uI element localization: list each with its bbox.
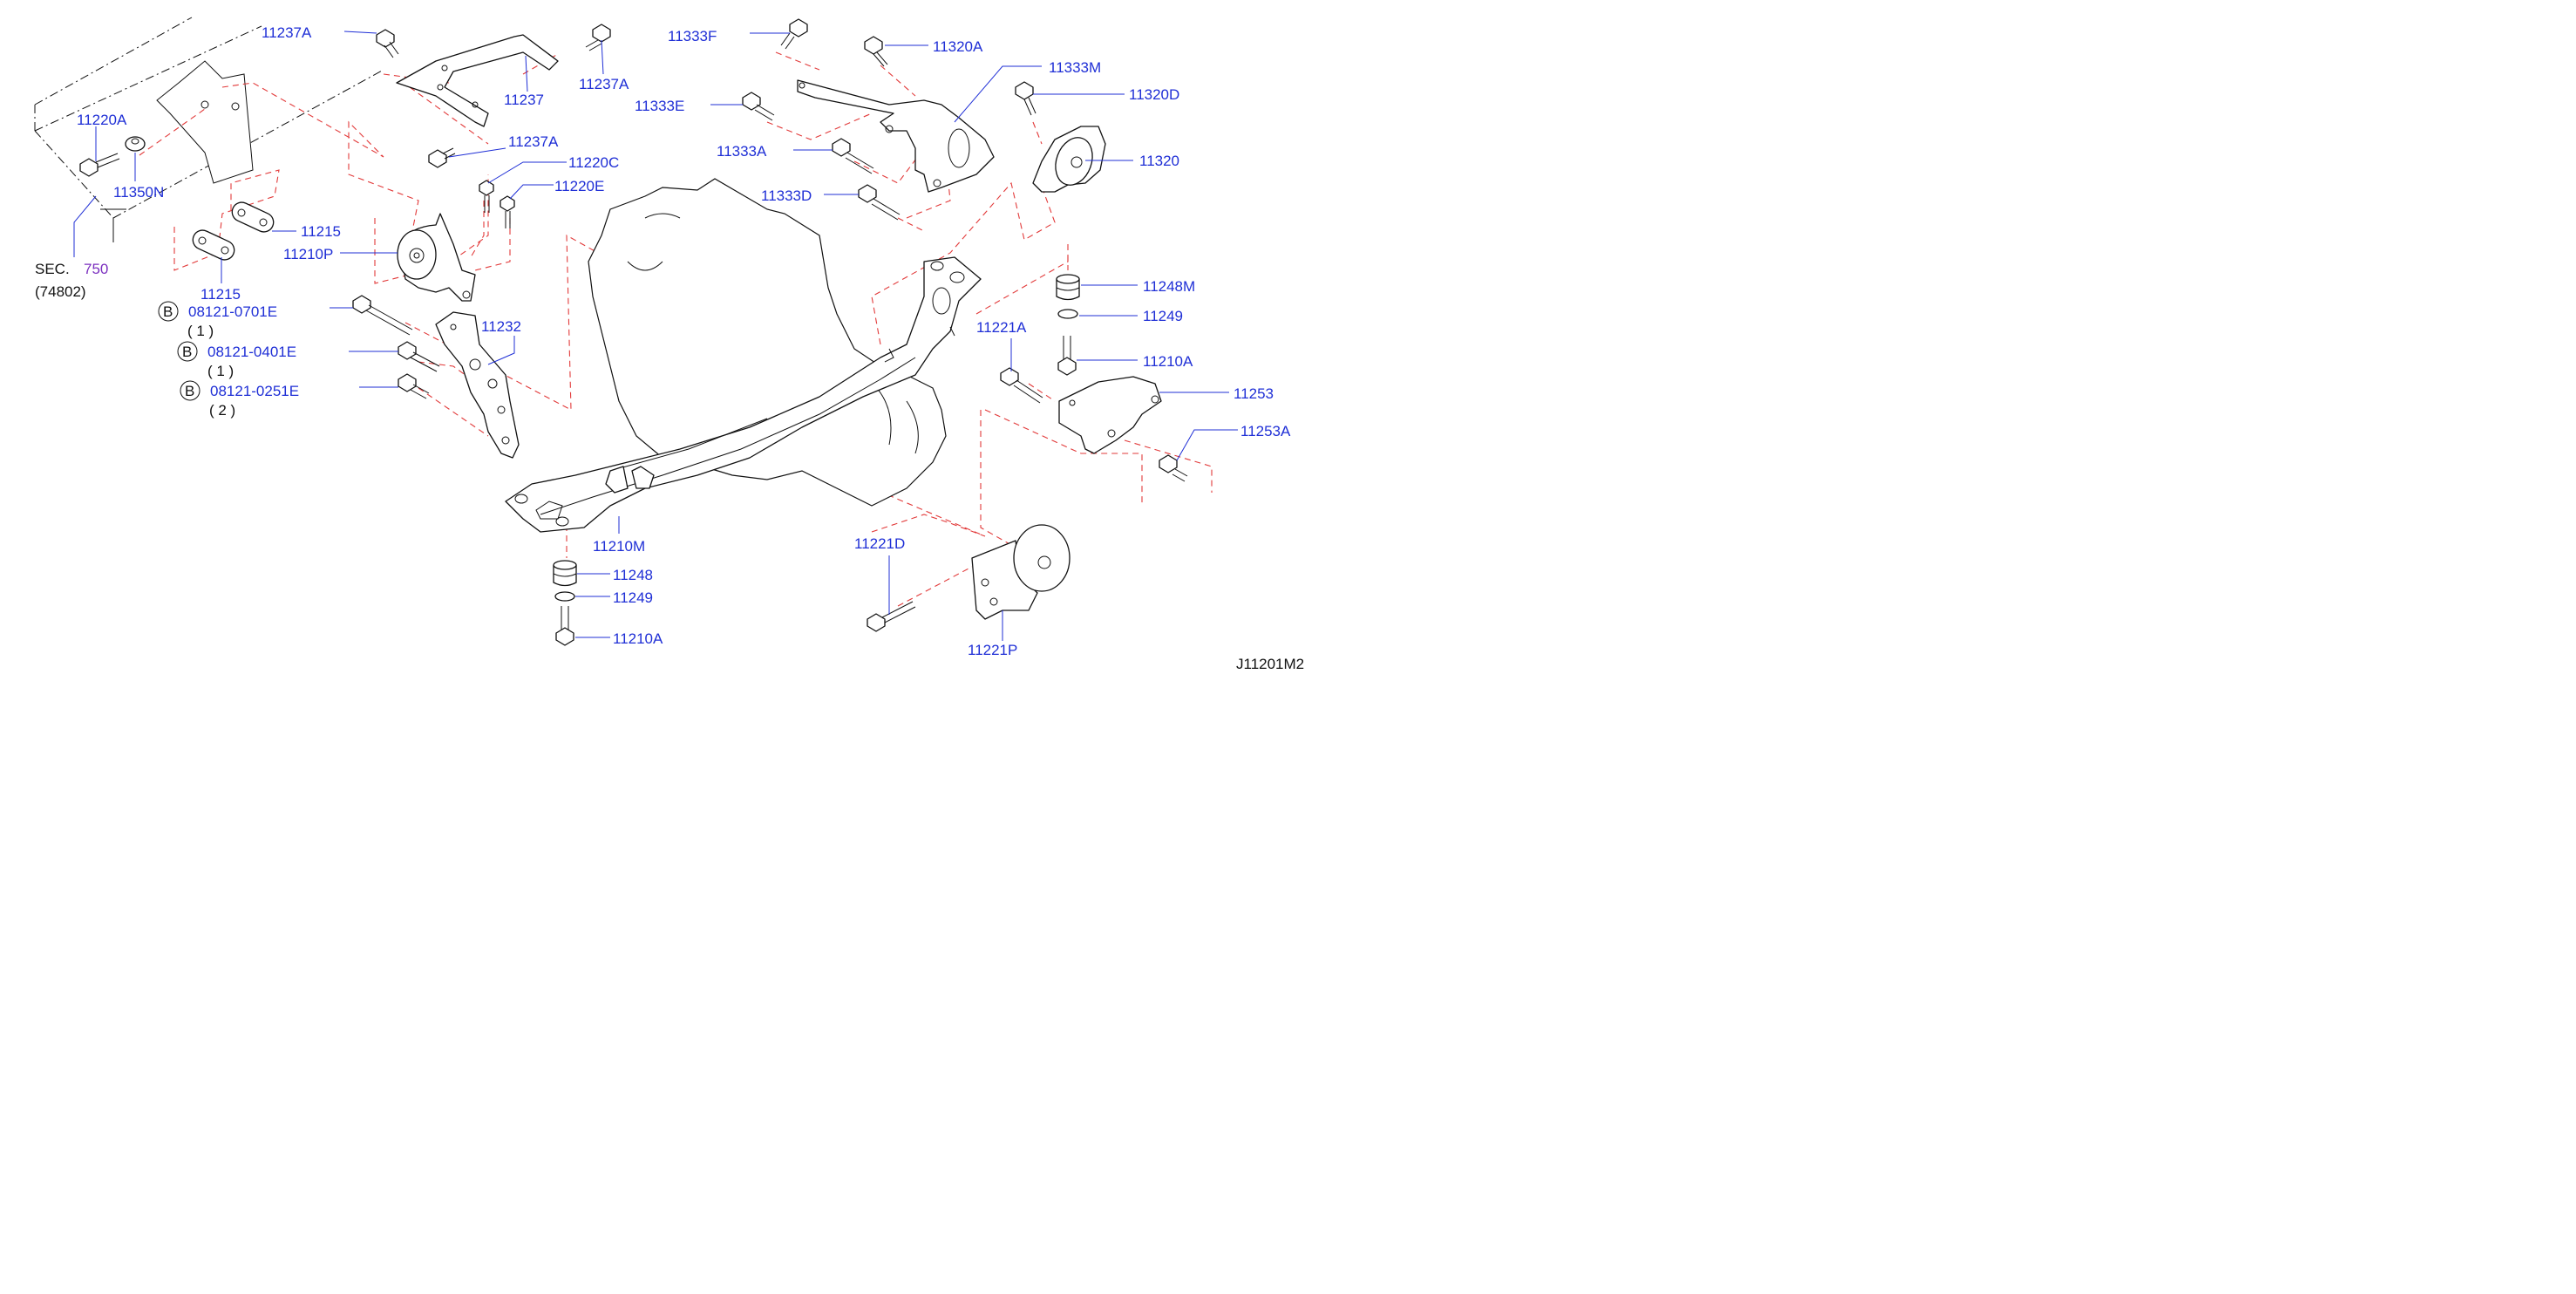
label-11253a[interactable]: 11253A (1240, 423, 1291, 439)
bolt-11237a-top[interactable] (376, 29, 399, 58)
bolt-11220e[interactable] (500, 195, 515, 228)
label-11220c[interactable]: 11220C (568, 154, 619, 171)
label-11237a-right[interactable]: 11237A (579, 76, 629, 92)
engine-outline (588, 178, 947, 507)
bolt-11237a-lower[interactable] (428, 147, 456, 168)
leader-lines (73, 31, 1238, 641)
bushing-11248[interactable] (553, 560, 577, 587)
label-11215-lower[interactable]: 11215 (201, 286, 241, 303)
label-11221d[interactable]: 11221D (854, 535, 905, 552)
body-panel-outline (34, 17, 384, 242)
label-11237[interactable]: 11237 (504, 92, 544, 108)
label-11237a-lower[interactable]: 11237A (508, 133, 559, 150)
label-11350n[interactable]: 11350N (113, 184, 164, 201)
bolt-qty: ( 1 ) (207, 363, 234, 379)
bolt-11210a-right[interactable] (1057, 336, 1077, 376)
bolt-11320a[interactable] (864, 36, 888, 67)
label-11320a[interactable]: 11320A (933, 38, 983, 55)
washer-11249-right[interactable] (1057, 309, 1078, 319)
bolt-11220c[interactable] (479, 180, 494, 213)
bolt-11237a-right[interactable] (585, 24, 611, 51)
label-11333f[interactable]: 11333F (668, 28, 717, 44)
stay-11215-lower[interactable] (190, 227, 238, 262)
bolt-11333a[interactable] (832, 138, 874, 174)
bolt-08121-0701e[interactable] (352, 295, 413, 336)
bolt-11221a[interactable] (1000, 367, 1043, 404)
label-11333a[interactable]: 11333A (717, 143, 767, 160)
bracket-11333m[interactable] (797, 79, 995, 193)
insulator-11320[interactable] (1032, 126, 1106, 193)
label-11220e[interactable]: 11220E (554, 178, 604, 194)
label-11221a[interactable]: 11221A (976, 319, 1027, 336)
bolt-mark-circle (177, 341, 198, 362)
section-number-link[interactable]: 750 (84, 261, 108, 277)
bracket-11237[interactable] (396, 34, 559, 127)
label-11253[interactable]: 11253 (1234, 385, 1274, 402)
bushing-11248m[interactable] (1056, 274, 1080, 301)
bolt-11333f[interactable] (780, 18, 808, 50)
bolt-11333d[interactable] (858, 184, 901, 221)
section-reference: SEC. 750 (74802) (35, 261, 108, 300)
bracket-11253[interactable] (1058, 376, 1162, 454)
label-11237a-top[interactable]: 11237A (262, 24, 312, 41)
crossmember-11210m[interactable] (505, 256, 982, 533)
insulator-11221p[interactable] (971, 524, 1071, 620)
bolt-qty: ( 1 ) (187, 323, 214, 339)
label-11249-right[interactable]: 11249 (1143, 308, 1183, 324)
part-labels: 11237A 11237A 11237A 11237 11220A 11350N… (77, 24, 1291, 658)
bolt-11320d[interactable] (1015, 81, 1037, 116)
bolt-08121-0251e[interactable] (398, 373, 430, 399)
label-11220a[interactable]: 11220A (77, 112, 127, 128)
bolt-qty: ( 2 ) (209, 402, 235, 419)
bolt-part-08121-0701e[interactable]: 08121-0701E (188, 303, 277, 320)
label-11210m[interactable]: 11210M (593, 538, 645, 555)
bolt-08121-0401e[interactable] (398, 341, 440, 372)
stay-11215-upper[interactable] (229, 199, 277, 235)
label-11320[interactable]: 11320 (1139, 153, 1179, 169)
bracket-11232[interactable] (435, 311, 520, 459)
label-11215-upper[interactable]: 11215 (301, 223, 341, 240)
bolt-mark-circle (158, 301, 179, 322)
standard-bolt-list: B 08121-0701E ( 1 ) B 08121-0401E ( 1 ) … (158, 301, 299, 419)
washer-11249-left[interactable] (554, 591, 575, 602)
section-prefix: SEC. (35, 261, 70, 277)
bolt-mark-letter: B (163, 303, 173, 320)
label-11210a-left[interactable]: 11210A (613, 630, 663, 647)
label-11333m[interactable]: 11333M (1049, 59, 1101, 76)
bolt-part-08121-0401e[interactable]: 08121-0401E (207, 344, 296, 360)
engine-mounting-parts-diagram: 11237A 11237A 11237A 11237 11220A 11350N… (34, 17, 1304, 672)
label-11248m[interactable]: 11248M (1143, 278, 1195, 295)
bolt-11221d[interactable] (867, 601, 916, 632)
label-11221p[interactable]: 11221P (968, 642, 1017, 658)
diagram-code: J11201M2 (1236, 656, 1304, 672)
section-sub-ref: (74802) (35, 283, 86, 300)
bolt-mark-letter: B (182, 344, 192, 360)
label-11210a-right[interactable]: 11210A (1143, 353, 1193, 370)
bolt-11253a[interactable] (1159, 454, 1188, 482)
bolt-part-08121-0251e[interactable]: 08121-0251E (210, 383, 299, 399)
insulator-11210p[interactable] (397, 213, 476, 302)
bushing-11350n[interactable] (125, 136, 146, 152)
label-11210p[interactable]: 11210P (283, 246, 333, 262)
label-11333d[interactable]: 11333D (761, 187, 812, 204)
bolt-11220a[interactable] (79, 153, 120, 177)
bolt-mark-letter: B (185, 383, 194, 399)
label-11248[interactable]: 11248 (613, 567, 653, 583)
label-11232[interactable]: 11232 (481, 318, 521, 335)
bolt-11210a-left[interactable] (555, 606, 574, 646)
label-11333e[interactable]: 11333E (635, 98, 684, 114)
bolt-mark-circle (180, 380, 201, 401)
bolts (79, 18, 1188, 646)
bolt-11333e[interactable] (742, 92, 775, 121)
label-11249-left[interactable]: 11249 (613, 589, 653, 606)
label-11320d[interactable]: 11320D (1129, 86, 1179, 103)
